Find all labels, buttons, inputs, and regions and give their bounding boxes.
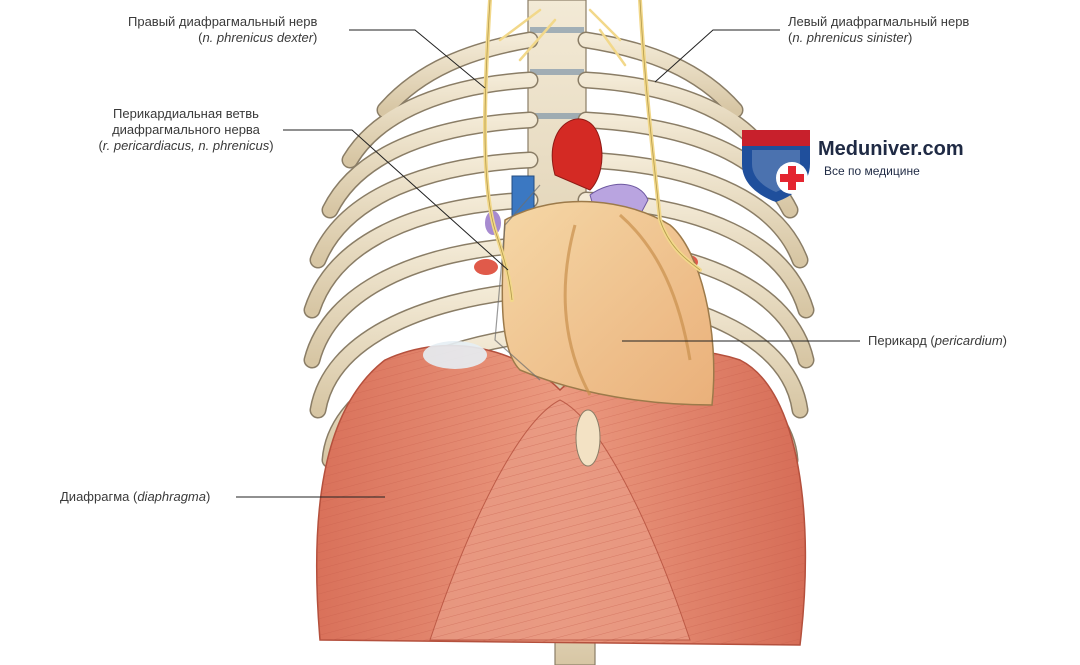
label-diaphragm-title: Диафрагма	[60, 489, 130, 504]
leader-lines	[236, 29, 860, 498]
label-right-phrenic-paren-close: )	[313, 30, 318, 45]
label-pericardial-paren-open: (	[98, 138, 103, 153]
label-left-phrenic-paren-close: )	[907, 30, 913, 45]
leader-right-phrenic	[349, 29, 486, 89]
label-diaphragm-paren-close: )	[205, 489, 211, 504]
label-left-phrenic-nerve: Левый диафрагмальный нерв (n. phrenicus …	[788, 14, 969, 46]
label-left-phrenic-paren-open: (	[788, 30, 793, 45]
ribs-left	[303, 31, 539, 469]
meduniver-watermark: Meduniver.com Все по медицине	[738, 124, 978, 204]
leader-left-phrenic	[654, 29, 780, 83]
label-left-phrenic-title: Левый диафрагмальный нерв	[788, 14, 970, 29]
watermark-title: Meduniver.com	[818, 138, 964, 160]
label-pericardial-branch: Перикардиальная ветвь диафрагмального не…	[86, 106, 286, 154]
label-pericardium-title: Перикард	[868, 333, 927, 348]
label-pericardial-line1: Перикардиальная ветвь	[113, 106, 259, 121]
label-diaphragm-paren-open: (	[129, 489, 138, 504]
label-diaphragm: Диафрагма (diaphragma)	[60, 489, 210, 505]
label-pericardium-paren-close: )	[1002, 333, 1008, 348]
label-pericardial-latin: r. pericardiacus, n. phrenicus	[102, 138, 270, 153]
label-right-phrenic-title: Правый диафрагмальный нерв	[128, 14, 318, 29]
heart	[494, 184, 715, 406]
shield-logo-icon	[742, 130, 810, 202]
watermark-subtitle: Все по медицине	[824, 164, 920, 178]
label-pericardium-paren-open: (	[926, 333, 935, 348]
diaphragm	[315, 341, 807, 646]
label-pericardium: Перикард (pericardium)	[868, 333, 1007, 349]
label-pericardium-latin: pericardium	[934, 333, 1003, 348]
label-right-phrenic-latin: n. phrenicus dexter	[202, 30, 314, 45]
label-right-phrenic-paren-open: (	[198, 30, 203, 45]
phrenic-nerves-outline	[484, 0, 701, 301]
label-diaphragm-latin: diaphragma	[137, 489, 206, 504]
leader-pericardial-branch	[283, 129, 509, 271]
label-pericardial-paren-close: )	[269, 138, 274, 153]
label-pericardial-line2: диафрагмального нерва	[112, 122, 260, 137]
label-left-phrenic-latin: n. phrenicus sinister	[792, 30, 908, 45]
label-right-phrenic-nerve: Правый диафрагмальный нерв (n. phrenicus…	[128, 14, 317, 46]
